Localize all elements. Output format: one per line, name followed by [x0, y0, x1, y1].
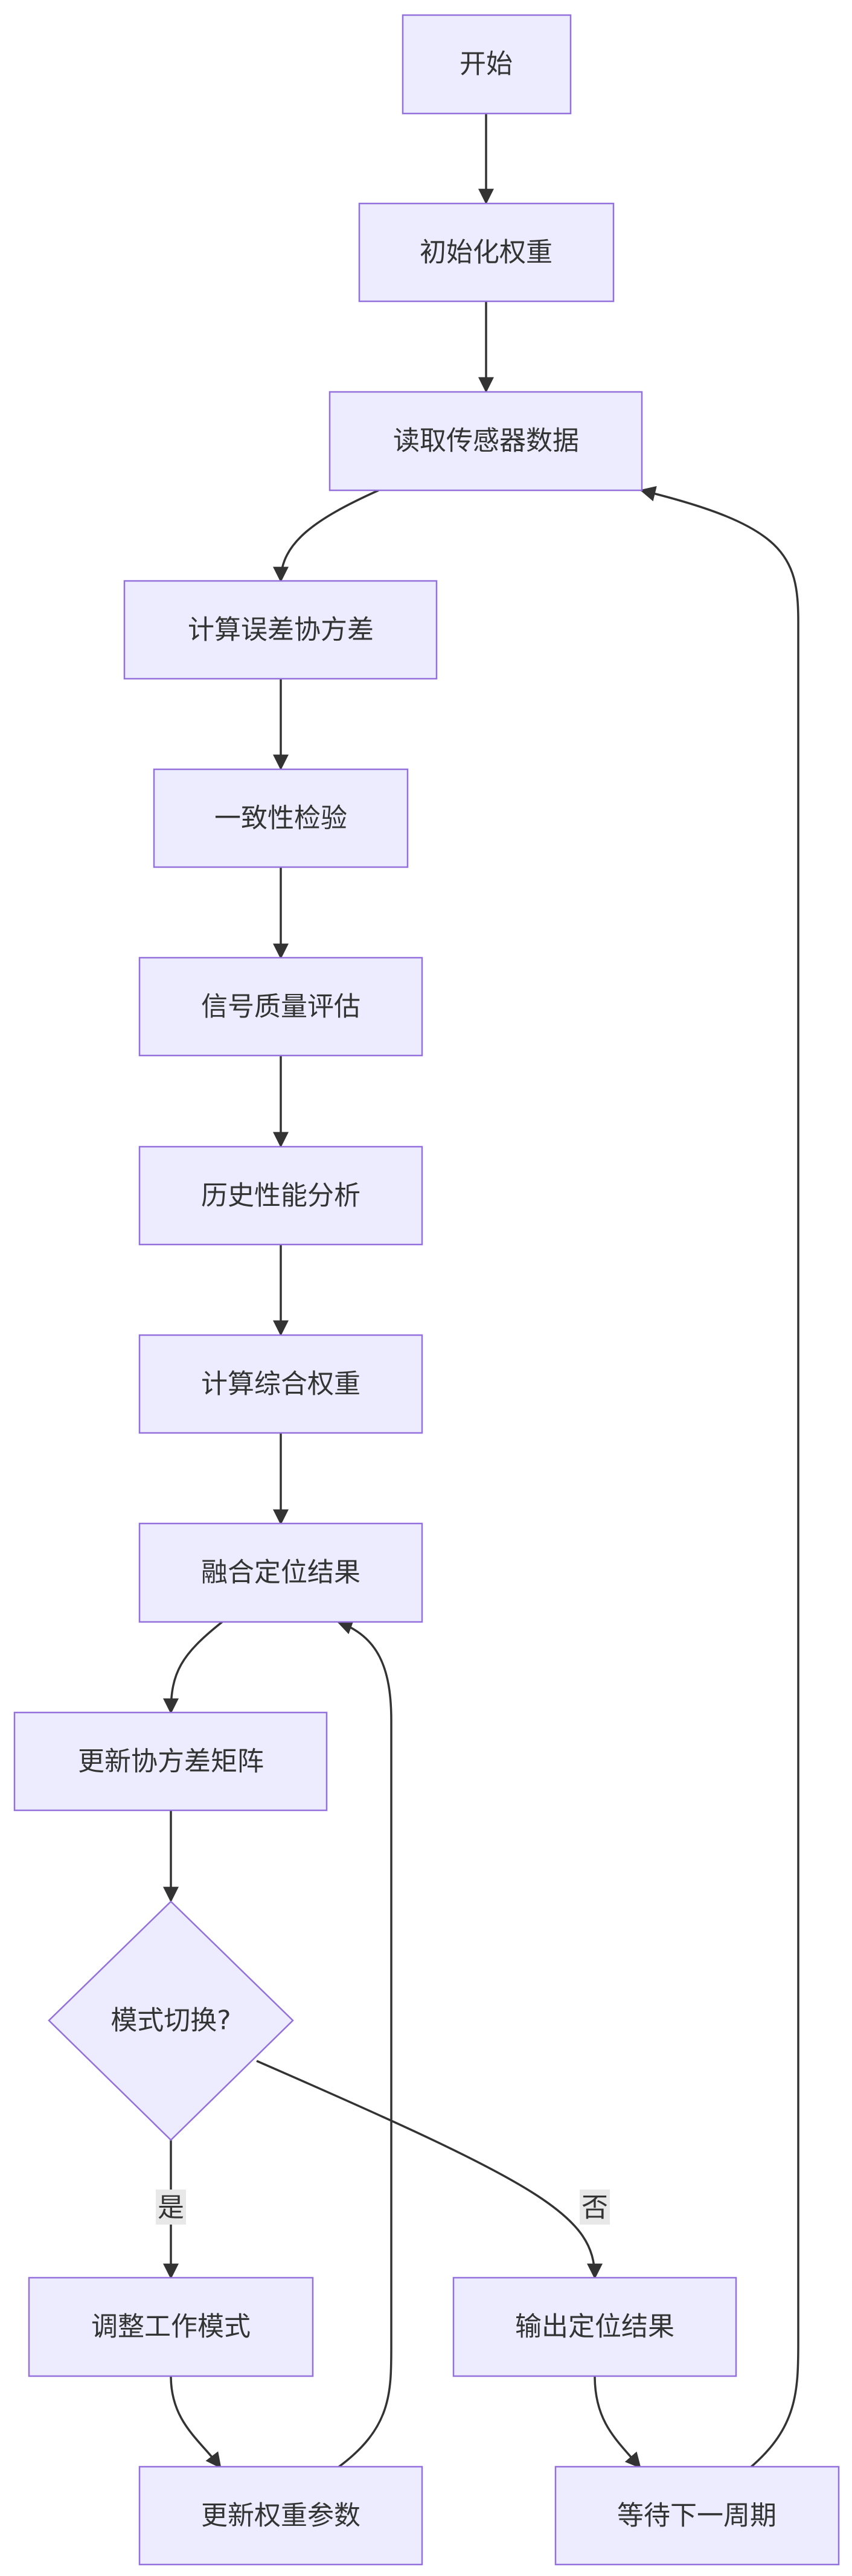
node-signal-quality: 信号质量评估: [138, 956, 423, 1057]
svg-text:历史性能分析: 历史性能分析: [201, 1181, 360, 1211]
edge-output-to-wait: [594, 2376, 641, 2469]
node-consistency-check: 一致性检验: [153, 768, 409, 868]
svg-text:否: 否: [581, 2193, 608, 2223]
node-adjust-mode: 调整工作模式: [28, 2276, 314, 2377]
svg-text:融合定位结果: 融合定位结果: [201, 1557, 360, 1588]
node-output-result: 输出定位结果: [452, 2276, 737, 2377]
svg-text:是: 是: [158, 2193, 184, 2223]
svg-text:计算综合权重: 计算综合权重: [201, 1369, 360, 1400]
svg-text:更新协方差矩阵: 更新协方差矩阵: [78, 1746, 264, 1777]
edge-adjust-to-updatew: [170, 2376, 222, 2469]
svg-text:读取传感器数据: 读取传感器数据: [393, 426, 579, 457]
svg-text:更新权重参数: 更新权重参数: [201, 2501, 360, 2531]
edge-fuse-to-updatecov: [163, 1621, 223, 1714]
node-mode-switch-decision: 模式切换?: [48, 1900, 294, 2141]
svg-text:调整工作模式: 调整工作模式: [91, 2312, 251, 2342]
edge-read-to-calcerr: [273, 489, 379, 583]
node-init-weights: 初始化权重: [358, 202, 615, 303]
node-history-perf: 历史性能分析: [138, 1145, 423, 1246]
edge-label-yes: 是: [156, 2190, 186, 2225]
edges: [163, 114, 799, 2469]
svg-text:输出定位结果: 输出定位结果: [515, 2312, 674, 2342]
svg-text:模式切换?: 模式切换?: [111, 2005, 231, 2036]
svg-text:一致性检验: 一致性检验: [214, 803, 347, 834]
node-update-cov-matrix: 更新协方差矩阵: [13, 1711, 328, 1812]
node-calc-combined-weight: 计算综合权重: [138, 1334, 423, 1434]
svg-text:开始: 开始: [460, 49, 513, 80]
edge-wait-to-read: [639, 485, 799, 2469]
svg-text:等待下一周期: 等待下一周期: [617, 2501, 777, 2531]
node-read-sensor: 读取传感器数据: [328, 391, 643, 492]
node-calc-error-cov: 计算误差协方差: [123, 580, 438, 680]
edge-updatew-to-fuse: [336, 1619, 392, 2469]
node-wait-next-cycle: 等待下一周期: [554, 2465, 840, 2566]
node-update-weight-params: 更新权重参数: [138, 2465, 423, 2566]
svg-text:信号质量评估: 信号质量评估: [201, 992, 360, 1022]
node-fuse-result: 融合定位结果: [138, 1522, 423, 1623]
svg-text:计算误差协方差: 计算误差协方差: [188, 615, 374, 646]
edge-decision-no: [256, 2060, 603, 2280]
node-start: 开始: [402, 14, 572, 115]
edge-label-no: 否: [580, 2190, 610, 2225]
svg-text:初始化权重: 初始化权重: [420, 237, 553, 268]
